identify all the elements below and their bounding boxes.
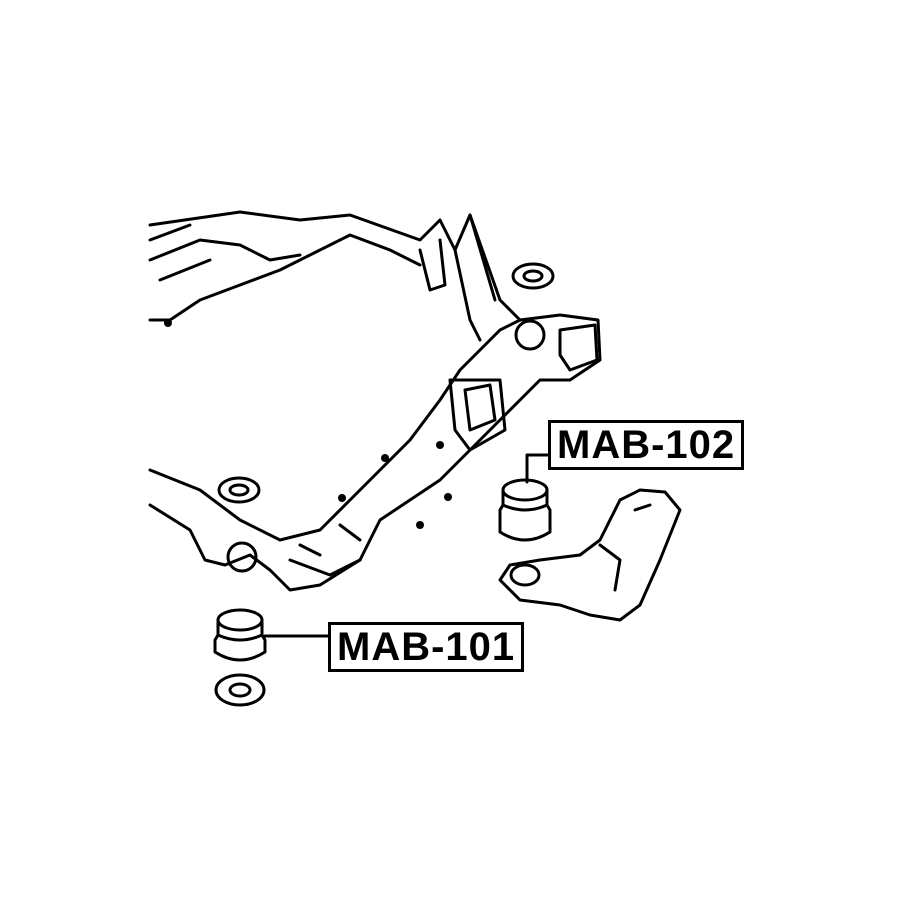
subframe [148,210,602,592]
washer-top [511,262,555,290]
leader-line-mab-102 [525,453,550,484]
bushing-mab-102 [498,478,552,542]
control-arm [498,488,682,622]
washer-left [217,476,261,504]
part-label-mab-102: MAB-102 [548,420,745,470]
washer-bottom [214,673,266,707]
part-label-mab-101: MAB-101 [328,622,525,672]
bushing-mab-101 [213,608,267,662]
